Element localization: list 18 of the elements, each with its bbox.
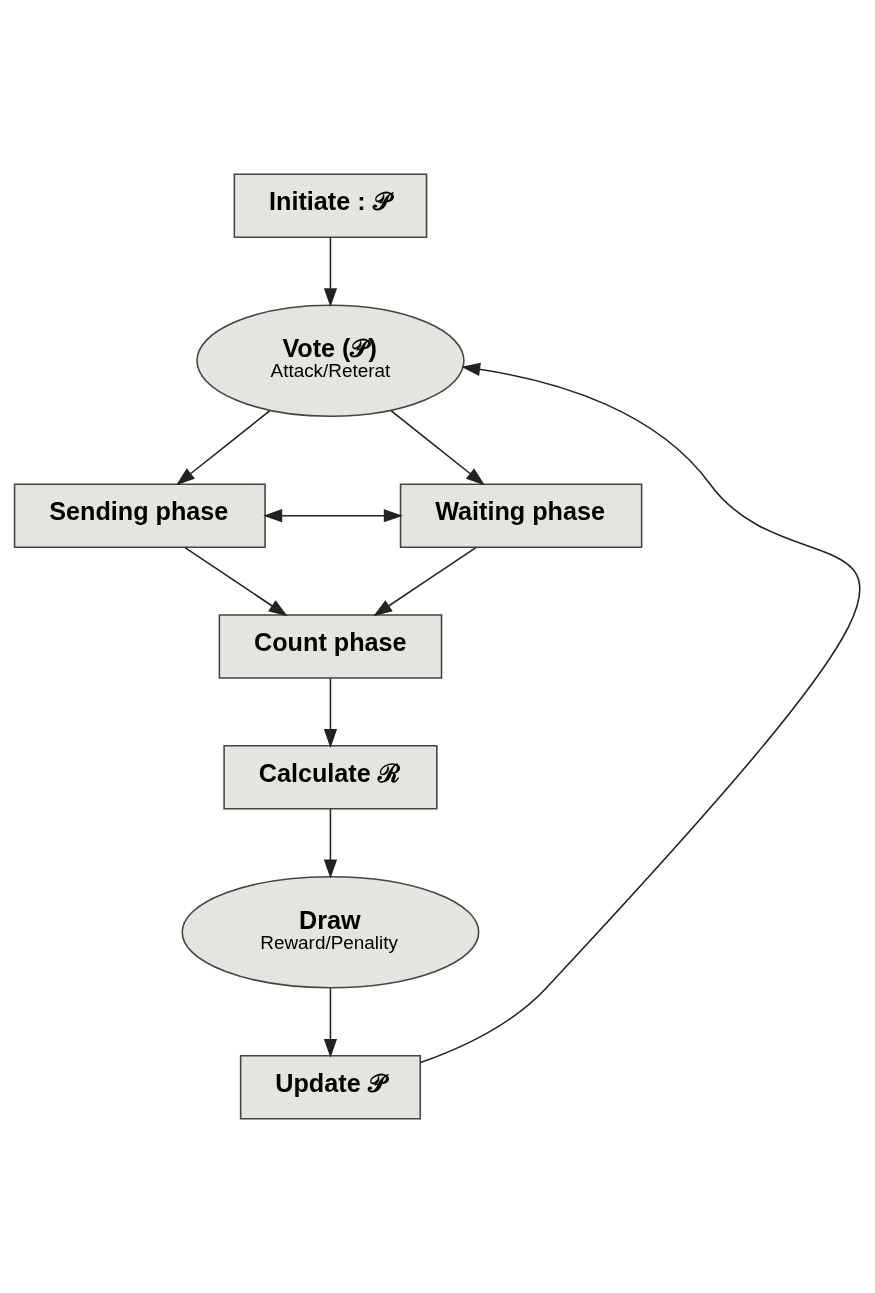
arrow	[184, 546, 288, 617]
node-box: Update 𝒫	[239, 1054, 422, 1120]
arrow	[323, 236, 338, 308]
node-box: Count phase	[218, 614, 443, 679]
node-box: Waiting phase	[399, 483, 643, 549]
arrow	[419, 362, 860, 1064]
node-ellipse: Vote (𝒫) Attack/Reterat	[196, 304, 465, 418]
arrow	[323, 808, 338, 879]
arrow	[323, 987, 338, 1058]
node-box: Calculate ℛ	[223, 744, 438, 810]
arrow	[263, 509, 403, 523]
arrow	[390, 410, 485, 486]
node-box: Sending phase	[13, 483, 266, 549]
arrow	[373, 546, 477, 617]
arrow	[323, 677, 338, 749]
node-box: Initiate : 𝒫	[233, 173, 428, 239]
node-ellipse: Draw Reward/Penality	[181, 875, 480, 989]
arrow	[176, 410, 271, 486]
